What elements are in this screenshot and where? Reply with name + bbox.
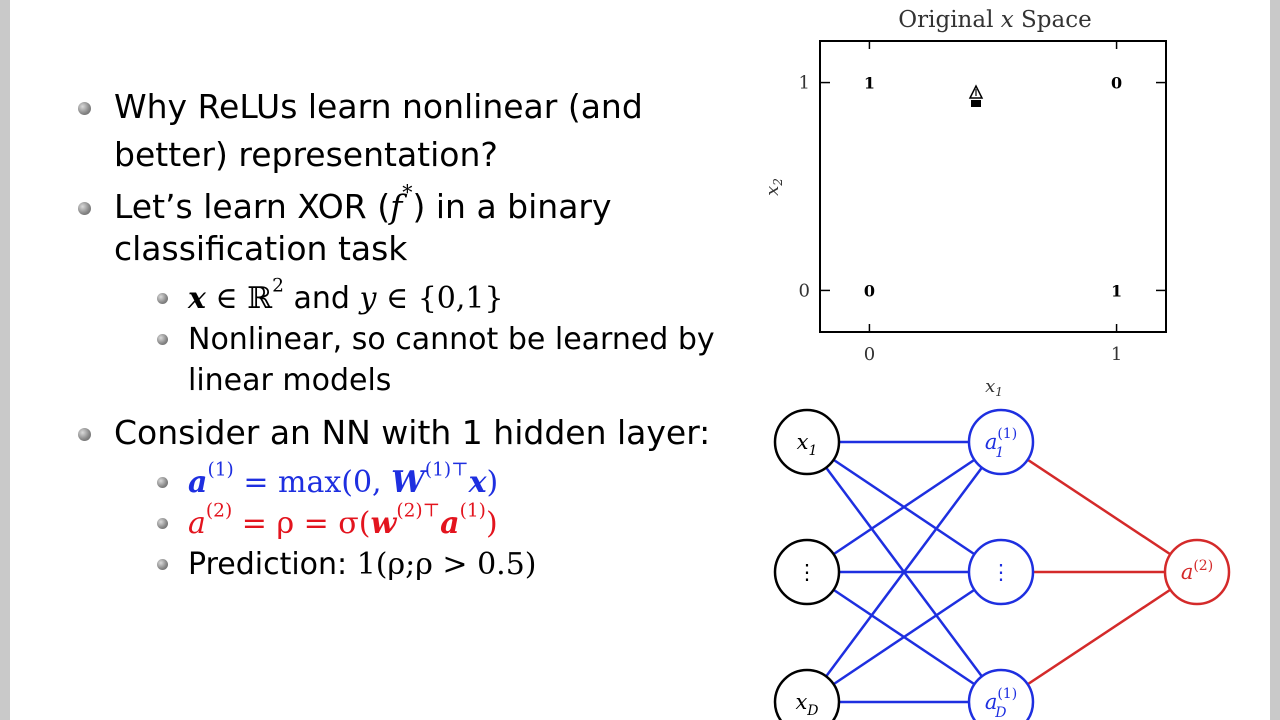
input-node <box>773 538 841 606</box>
bullet-relus-line2: better) representation? <box>114 135 498 174</box>
pen-cursor-icon <box>968 84 984 107</box>
y-tick-label: 1 <box>799 73 810 94</box>
hidden-output-edge <box>1000 570 1198 704</box>
sub-bullet-dot-icon <box>157 518 168 529</box>
xor-chart: Original x Space 0 1 0 1 1 0 0 1 x1 x2 <box>762 7 1167 399</box>
sub-bullet-dot-icon <box>157 477 168 488</box>
bullet-xor-line2: classification task <box>114 229 408 268</box>
input-hidden-edge <box>806 570 1002 704</box>
data-point-label: 0 <box>864 281 875 300</box>
sub-bullet-prediction: Prediction: 1(ρ;ρ > 0.5) <box>157 544 536 585</box>
input-node <box>773 668 841 720</box>
input-node-label: xD <box>795 690 818 719</box>
hidden-node <box>967 408 1035 476</box>
input-hidden-edge <box>805 441 1003 703</box>
sub-bullet-domain: x ∈ ℝ2 and y ∈ {0,1} <box>157 276 504 319</box>
bullet-relus-line1: Why ReLUs learn nonlinear (and <box>114 87 643 126</box>
chart-title: Original x Space <box>898 7 1091 33</box>
bullet-dot-icon <box>78 428 91 441</box>
x-tick-label: 1 <box>1111 344 1122 365</box>
sub-bullet-hidden-equation: a(1) = max(0, W(1)⊤x) <box>157 460 498 503</box>
slide: Why ReLUs learn nonlinear (and better) r… <box>10 0 1270 720</box>
input-node <box>773 408 841 476</box>
right-window-edge <box>1269 0 1280 720</box>
sub-bullet-nonlinear: Nonlinear, so cannot be learned by linea… <box>157 319 715 401</box>
hidden-node-label: a(1)D <box>985 686 1017 720</box>
neural-network-diagram: x1 ⋮ xD a(1)1 ⋮ a(1)D a(2) <box>773 408 1231 720</box>
sub-bullet-nonlinear-line1: Nonlinear, so cannot be learned by <box>188 322 715 357</box>
hidden-node-label: a(1)1 <box>985 426 1017 461</box>
nn-nodes: x1 ⋮ xD a(1)1 ⋮ a(1)D a(2) <box>773 408 1231 720</box>
data-point-label: 1 <box>864 74 875 93</box>
bullet-consider-nn-text: Consider an NN with 1 hidden layer: <box>114 413 711 452</box>
plot-frame <box>819 40 1167 333</box>
x-tick-label: 0 <box>864 344 875 365</box>
chart-ylabel: x2 <box>762 178 785 196</box>
output-node-label: a(2) <box>1181 558 1213 584</box>
bullet-xor-line1: Let’s learn XOR (f*) in a binary <box>114 180 612 226</box>
chart-points: 1 0 0 1 <box>864 74 1122 301</box>
input-node-label: ⋮ <box>797 560 818 584</box>
hidden-node-label: ⋮ <box>991 560 1012 584</box>
hidden-node <box>967 538 1035 606</box>
output-node <box>1163 538 1231 606</box>
hidden-node <box>967 668 1035 720</box>
sub-bullet-dot-icon <box>157 293 168 304</box>
sub-bullet-nonlinear-line2: linear models <box>188 363 392 398</box>
bullet-dot-icon <box>78 102 91 115</box>
sub-bullet-output-equation: a(2) = ρ = σ(w(2)⊤a(1)) <box>157 501 498 544</box>
sub-bullet-dot-icon <box>157 559 168 570</box>
input-node-label: x1 <box>797 430 818 459</box>
chart-ticks: 0 1 0 1 <box>799 41 1166 365</box>
data-point-label: 1 <box>1111 281 1122 300</box>
bullet-dot-icon <box>78 202 91 215</box>
y-tick-label: 0 <box>799 280 810 301</box>
hidden-output-edge <box>1000 440 1198 574</box>
sub-bullet-dot-icon <box>157 334 168 345</box>
input-hidden-edge <box>806 440 1002 574</box>
data-point-label: 0 <box>1111 74 1122 93</box>
chart-xlabel: x1 <box>985 376 1003 399</box>
